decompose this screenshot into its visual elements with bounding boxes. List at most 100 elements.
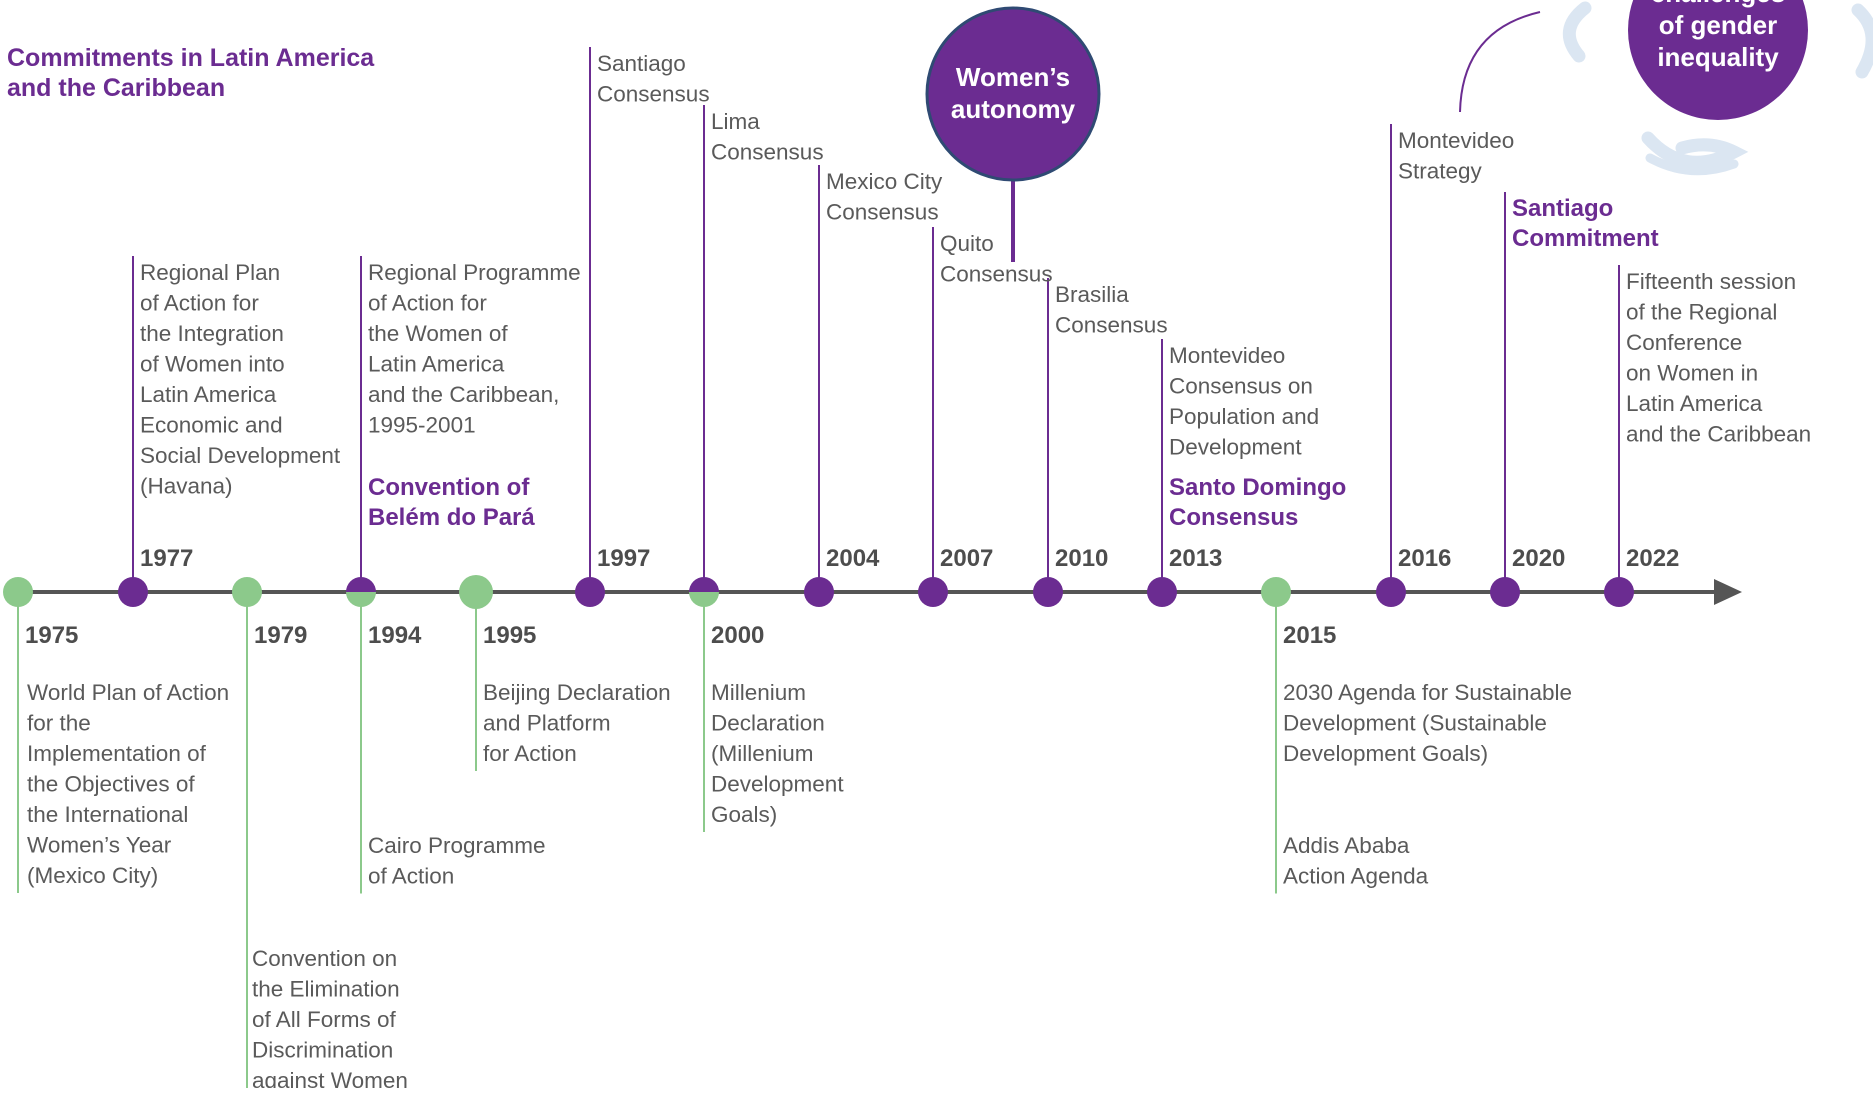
event-label-line: Beijing Declaration: [483, 680, 671, 705]
timeline-node-2013: [1147, 577, 1177, 607]
year-label: 2010: [1055, 545, 1108, 572]
event-label-line: the Integration: [140, 321, 284, 346]
decoration-layer: [1563, 1, 1873, 176]
event-label-line: Regional Plan: [140, 260, 280, 285]
event-label-line: Fifteenth session: [1626, 269, 1796, 294]
event-label-line: and the Caribbean,: [368, 382, 559, 407]
timeline-node-2010: [1033, 577, 1063, 607]
event-label-line: Regional Programme: [368, 260, 581, 285]
year-label: 2000: [711, 622, 764, 649]
connector-lines: [17, 11, 1620, 1093]
event-label-line: of All Forms of: [252, 1007, 397, 1032]
event-label-line: of Action for: [140, 291, 259, 316]
timeline-node-2020: [1490, 577, 1520, 607]
timeline-node-1997: [575, 577, 605, 607]
event-label-strong-line: Convention of: [368, 474, 530, 501]
event-label-line: Millenium: [711, 680, 806, 705]
year-label: 1977: [140, 545, 193, 572]
event-label-line: of Action for: [368, 291, 487, 316]
event-label: Regional Programme of Action for the Women…: [368, 260, 581, 438]
decorative-swirl: [1851, 3, 1873, 79]
bubble-connector-curve: [1459, 11, 1541, 113]
event-label-line: Latin America: [140, 382, 277, 407]
event-label-line: Economic and: [140, 413, 283, 438]
event-label-line: Addis Ababa: [1283, 833, 1410, 858]
inequality-bubble-label-line: challenges: [1651, 0, 1785, 8]
inequality-bubble-label-line: inequality: [1657, 42, 1779, 72]
event-label-line: 1995-2001: [368, 413, 476, 438]
autonomy-bubble: [925, 6, 1101, 182]
year-label: 2015: [1283, 622, 1336, 649]
event-label-line: and Platform: [483, 711, 611, 736]
event-label-line: for Action: [483, 741, 577, 766]
year-label: 2022: [1626, 545, 1679, 572]
event-label-line: for the: [27, 711, 91, 736]
event-label-line: Convention on: [252, 946, 397, 971]
event-label-line: Implementation of: [27, 741, 207, 766]
year-label: 1994: [368, 622, 422, 649]
event-label-line: World Plan of Action: [27, 680, 229, 705]
event-label-line: of Action: [368, 864, 454, 889]
timeline-node-2007: [918, 577, 948, 607]
year-label: 2004: [826, 545, 880, 572]
event-label-line: the Elimination: [252, 977, 400, 1002]
timeline-node-2016: [1376, 577, 1406, 607]
year-label: 2020: [1512, 545, 1565, 572]
event-label-line: Women’s Year: [27, 833, 172, 858]
timeline-node-2015: [1261, 577, 1291, 607]
decorative-swirl: [1641, 131, 1749, 169]
event-label-line: the Women of: [368, 321, 508, 346]
event-label-line: Development: [1169, 435, 1302, 460]
event-label-line: Development: [711, 772, 844, 797]
event-label-line: Montevideo: [1169, 343, 1285, 368]
event-label-line: Quito: [940, 231, 994, 256]
event-label: Regional Plan of Action for the Integratio…: [140, 260, 341, 499]
timeline-node-1979: [232, 577, 262, 607]
event-label-line: (Mexico City): [27, 863, 158, 888]
event-label-line: Discrimination: [252, 1038, 393, 1063]
event-label-strong-line: Belém do Pará: [368, 504, 535, 531]
event-label-line: Brasilia: [1055, 282, 1129, 307]
event-label-line: of Women into: [140, 352, 285, 377]
event-label-line: Consensus on: [1169, 374, 1313, 399]
event-label-line: (Millenium: [711, 741, 814, 766]
event-label-strong-line: Santo Domingo: [1169, 474, 1346, 501]
event-label-line: the International: [27, 802, 188, 827]
year-label: 2016: [1398, 545, 1451, 572]
event-label-line: Consensus: [826, 200, 939, 225]
event-label-line: Latin America: [1626, 391, 1763, 416]
year-label: 1997: [597, 545, 650, 572]
event-label: Beijing Declaration and Platform for Actio…: [483, 680, 671, 766]
event-label-line: Development Goals): [1283, 741, 1488, 766]
event-label-line: the Objectives of: [27, 772, 195, 797]
event-label-line: Cairo Programme: [368, 833, 546, 858]
year-label: 1995: [483, 622, 536, 649]
diagram-title-line: and the Caribbean: [7, 74, 225, 102]
event-label-line: Goals): [711, 802, 777, 827]
event-label-line: 2030 Agenda for Sustainable: [1283, 680, 1572, 705]
event-label: Cairo Programme of Action: [368, 833, 546, 889]
event-label-line: Action Agenda: [1283, 864, 1429, 889]
arrow-right-icon: [1714, 579, 1742, 605]
year-label: 2013: [1169, 545, 1222, 572]
event-label-strong-line: Consensus: [1169, 504, 1298, 531]
event-label-line: (Havana): [140, 474, 233, 499]
event-label-line: Strategy: [1398, 159, 1483, 184]
event-label-line: Lima: [711, 109, 760, 134]
event-label-line: Consensus: [711, 140, 824, 165]
